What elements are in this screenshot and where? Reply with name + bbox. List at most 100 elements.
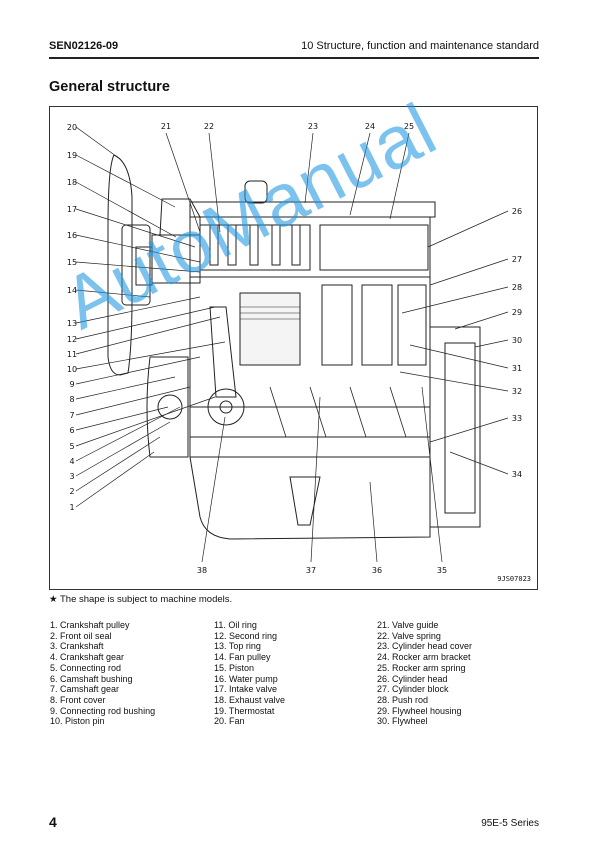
oil-pan-outline: [189, 456, 431, 540]
callout-number: 26: [512, 207, 522, 216]
legend-item: 25. Rocker arm spring: [377, 662, 466, 673]
legend-item: 11. Oil ring: [214, 620, 257, 630]
legend-item: 26. Cylinder head: [377, 673, 448, 684]
legend-item: 3. Crankshaft: [50, 641, 104, 652]
page-number: 4: [49, 814, 57, 830]
legend-item: 7. Camshaft gear: [50, 684, 120, 695]
legend-item: 16. Water pump: [214, 673, 278, 684]
callout-number: 38: [197, 566, 207, 575]
legend-item: 23. Cylinder head cover: [377, 641, 473, 652]
callout-number: 13: [67, 319, 77, 328]
leader-line: [201, 416, 226, 563]
legend-item: 30. Flywheel: [377, 716, 428, 727]
callout-number: 18: [67, 178, 77, 187]
rocker-area-right: [319, 224, 429, 271]
callout-number: 12: [67, 335, 77, 344]
leader-line: [75, 421, 171, 477]
leader-line: [75, 296, 201, 324]
page-title: General structure: [49, 79, 170, 95]
callout-number: 1: [69, 503, 74, 512]
legend-item: 12. Second ring: [214, 630, 278, 641]
callout-number: 30: [512, 336, 522, 345]
leader-line: [449, 451, 509, 475]
leader-line: [75, 316, 221, 355]
leader-line: [75, 406, 181, 462]
callout-number: 37: [306, 566, 316, 575]
leader-line: [369, 481, 378, 563]
flywheel-outline: [444, 342, 476, 514]
leader-line: [399, 371, 509, 392]
leader-line: [429, 417, 509, 443]
leader-line: [165, 132, 201, 233]
water-pump-outline: [151, 234, 201, 284]
legend-item: 8. Front cover: [50, 694, 106, 705]
leader-line: [75, 436, 161, 492]
leader-line: [75, 406, 169, 431]
fan-pulley-outline: [121, 224, 151, 306]
legend-item: 14. Fan pulley: [214, 652, 271, 663]
callout-number: 17: [67, 205, 77, 214]
leader-line: [310, 396, 321, 563]
callout-number: 15: [67, 258, 77, 267]
bore-1: [321, 284, 353, 366]
leader-line: [409, 344, 509, 369]
leader-line: [75, 306, 216, 340]
oil-strainer-outline: [289, 476, 321, 526]
leader-line: [389, 132, 410, 220]
legend-item: 21. Valve guide: [377, 620, 439, 630]
legend-item: 9. Connecting rod bushing: [50, 705, 156, 716]
leader-line: [304, 132, 314, 204]
fan-outline: [107, 154, 133, 376]
legend-item: 29. Flywheel housing: [377, 705, 462, 716]
leader-line: [75, 356, 201, 385]
section-title: 10 Structure, function and maintenance s…: [301, 40, 539, 52]
legend-item: 27. Cylinder block: [377, 684, 449, 695]
callout-number: 33: [512, 414, 522, 423]
leader-line: [349, 132, 371, 216]
series-name: 95E-5 Series: [481, 818, 539, 829]
leader-line: [454, 311, 509, 330]
head-cover-outline: [189, 201, 436, 218]
legend-item: 4. Crankshaft gear: [50, 652, 125, 663]
header-divider: [49, 57, 539, 59]
callout-number: 6: [69, 426, 74, 435]
callout-number: 8: [69, 395, 74, 404]
callout-number: 7: [69, 411, 74, 420]
callout-number: 23: [308, 122, 318, 131]
callout-number: 21: [161, 122, 171, 131]
piston-rings: [240, 306, 300, 320]
shape-note: ★ The shape is subject to machine models…: [49, 594, 233, 605]
leader-line: [75, 451, 155, 508]
crank-webs: [269, 386, 407, 438]
callout-number: 27: [512, 255, 522, 264]
legend-item: 28. Push rod: [377, 694, 429, 705]
leader-line: [474, 339, 509, 348]
leader-line: [75, 261, 201, 273]
legend-item: 10. Piston pin: [50, 716, 105, 727]
leader-line: [75, 376, 176, 400]
legend-item: 19. Thermostat: [214, 705, 275, 716]
callout-number: 35: [437, 566, 447, 575]
leader-line: [75, 208, 196, 248]
leader-line: [75, 126, 121, 160]
leader-line: [75, 386, 191, 416]
callout-number: 36: [372, 566, 382, 575]
callout-number: 3: [69, 472, 74, 481]
callout-number: 19: [67, 151, 77, 160]
legend-item: 1. Crankshaft pulley: [50, 620, 130, 630]
legend-item: 6. Camshaft bushing: [50, 673, 133, 684]
valve-springs-left: [209, 224, 301, 266]
leader-line: [75, 181, 177, 238]
callout-number: 5: [69, 442, 74, 451]
piston-section: [239, 292, 301, 366]
legend-item: 24. Rocker arm bracket: [377, 652, 471, 663]
flywheel-housing-outline: [429, 326, 481, 528]
leader-line: [75, 154, 176, 208]
figure-code: 9JS07023: [497, 575, 531, 583]
leader-line: [75, 396, 216, 447]
callout-number: 24: [365, 122, 375, 131]
leader-line: [401, 286, 509, 314]
crankshaft-outline: [189, 406, 431, 438]
